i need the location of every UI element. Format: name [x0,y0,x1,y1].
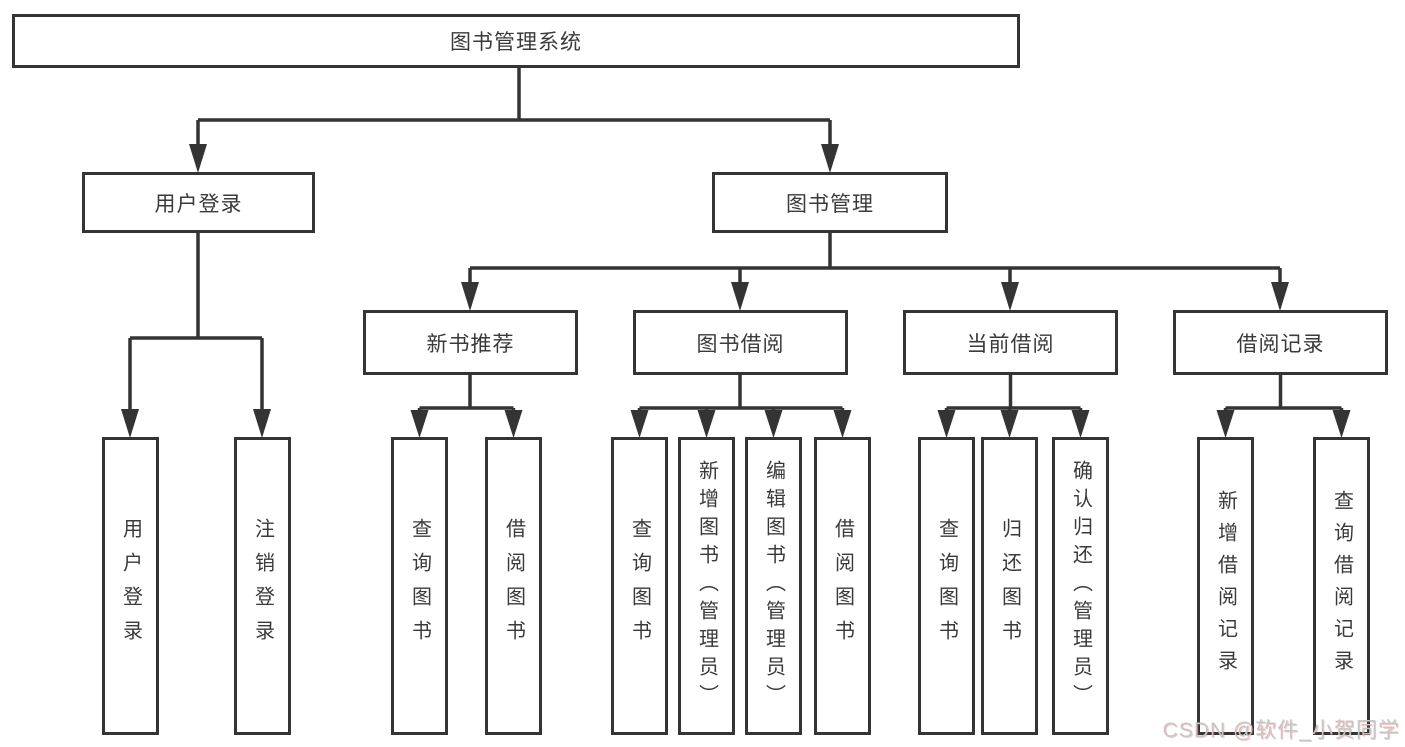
node-label: 用户登录 [154,192,243,216]
leaf-logout-login: 注销登录 [234,437,291,735]
connector-user-login-to-leaves [121,233,271,438]
node-book-borrow: 图书借阅 [633,310,848,375]
node-book-management: 图书管理 [712,172,948,233]
leaf-label: 确认归还（管理员） [1069,460,1092,712]
leaf-return-book: 归还图书 [981,437,1038,735]
leaf-borrow-book: 借阅图书 [814,437,871,735]
leaf-edit-book-admin: 编辑图书（管理员） [745,437,802,735]
leaf-label: 查询图书 [408,518,431,654]
leaf-label: 归还图书 [998,518,1021,654]
leaf-label: 注销登录 [251,518,274,654]
node-library-management-system: 图书管理系统 [12,14,1020,68]
node-label: 图书管理 [786,192,874,216]
leaf-borrow-book-recommend: 借阅图书 [485,437,542,735]
leaf-add-book-admin: 新增图书（管理员） [678,437,735,735]
leaf-label: 查询借阅记录 [1330,490,1353,682]
leaf-query-book-current: 查询图书 [918,437,975,735]
leaf-label: 新增图书（管理员） [695,460,718,712]
leaf-query-book-recommend: 查询图书 [391,437,448,735]
leaf-label: 借阅图书 [831,518,854,654]
connector-borrow-record-to-leaves [1216,375,1351,438]
node-label: 图书管理系统 [450,31,582,54]
connector-book-management-to-level3 [461,233,1289,311]
node-label: 新书推荐 [426,332,515,356]
leaf-query-book-borrow: 查询图书 [611,437,668,735]
node-label: 借阅记录 [1236,332,1325,356]
leaf-user-login: 用户登录 [102,437,159,735]
leaf-label: 查询图书 [935,518,958,654]
leaf-label: 用户登录 [119,518,142,654]
node-current-borrow: 当前借阅 [903,310,1118,375]
node-user-login: 用户登录 [82,172,315,233]
leaf-label: 新增借阅记录 [1214,490,1237,682]
leaf-label: 借阅图书 [502,518,525,654]
node-label: 图书借阅 [696,332,785,356]
node-label: 当前借阅 [966,332,1055,356]
leaf-confirm-return-admin: 确认归还（管理员） [1052,437,1109,735]
connector-new-book-recommend-to-leaves [410,375,523,438]
connector-root-to-level2 [189,68,839,173]
connector-current-borrow-to-leaves [937,375,1090,438]
leaf-label: 编辑图书（管理员） [762,460,785,712]
csdn-watermark: CSDN @软件_小贺同学 [1162,719,1400,742]
connector-book-borrow-to-leaves [630,375,852,438]
node-borrow-record: 借阅记录 [1173,310,1388,375]
node-new-book-recommend: 新书推荐 [363,310,578,375]
leaf-add-borrow-record: 新增借阅记录 [1197,437,1254,735]
leaf-query-borrow-record: 查询借阅记录 [1313,437,1370,735]
leaf-label: 查询图书 [628,518,651,654]
